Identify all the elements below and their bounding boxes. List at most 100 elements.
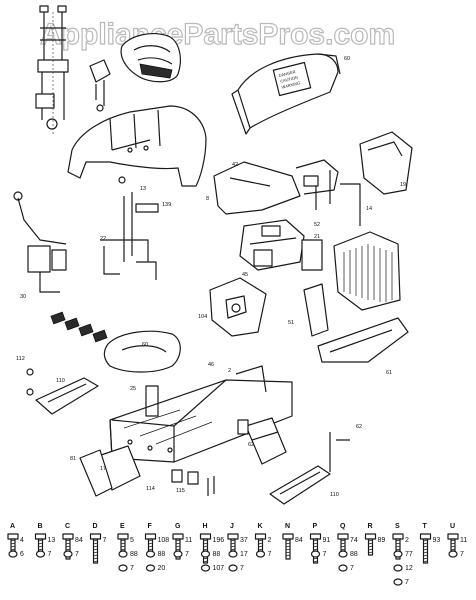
hardware-number: 7	[240, 565, 244, 572]
bolt-thread-line	[423, 560, 428, 563]
bolt-thread-line	[285, 548, 291, 551]
bolt-thread-line	[340, 542, 346, 545]
bolt-head-icon	[199, 533, 212, 540]
bolt-thread-line	[93, 539, 98, 542]
callout: 114	[146, 486, 155, 492]
callout: 21	[314, 234, 320, 240]
hardware-number: 7	[75, 551, 79, 558]
hardware-item: N84	[282, 523, 303, 560]
bolt-thread-line	[10, 542, 16, 545]
bolt-thread-line	[93, 542, 98, 545]
hardware-item: K27	[254, 523, 272, 558]
bolt-thread-line	[423, 545, 428, 548]
bolt-thread-line	[10, 548, 16, 551]
bolt-thread-line	[368, 539, 373, 542]
washer-nut-icon	[35, 550, 46, 558]
hardware-number: 196	[213, 537, 225, 544]
svg-text:CAUTION: CAUTION	[280, 75, 299, 84]
hardware-number: 88	[130, 551, 138, 558]
callout: 2	[228, 368, 231, 374]
washer-nut-icon	[8, 550, 18, 558]
callout: 52	[314, 222, 320, 228]
hardware-number: 37	[240, 537, 248, 544]
bolt-thread-line	[148, 545, 153, 548]
bolt-thread-line	[340, 539, 346, 542]
bolt-head-icon	[419, 533, 432, 540]
bolt-thread-line	[10, 539, 16, 542]
skid-plate	[79, 449, 113, 497]
callout: 81	[70, 456, 76, 462]
bolt-thread-line	[450, 548, 456, 551]
hardware-number: 13	[48, 537, 56, 544]
callout: 42	[232, 162, 238, 168]
callout: 19	[400, 182, 406, 188]
bolt-thread-line	[258, 545, 263, 548]
callout-labels: 60 42 19 22 8 139 13 52 21 60 14 30 104 …	[16, 56, 406, 498]
hardware-number: 91	[323, 537, 331, 544]
bolt-thread-line	[148, 548, 153, 551]
hardware-number: 84	[75, 537, 83, 544]
bolt-thread-line	[423, 557, 428, 560]
bolt-thread-line	[38, 548, 43, 551]
bolt-thread-line	[93, 548, 98, 551]
bolt-thread-line	[285, 542, 291, 545]
footrest-pan	[103, 330, 181, 373]
bolt-head-icon	[227, 533, 239, 540]
hood-hinge-brackets	[295, 159, 361, 226]
washer-nut-icon	[228, 564, 238, 572]
washer-nut-icon	[118, 550, 128, 558]
bolt-thread-line	[93, 554, 98, 557]
bolt-thread-line	[93, 560, 98, 563]
hardware-letter: J	[230, 523, 234, 530]
washer-nut-icon	[255, 550, 266, 558]
hardware-letter: E	[120, 523, 125, 530]
hood: DANGER CAUTION WARNING	[231, 53, 341, 135]
bolt-head-icon	[392, 533, 404, 540]
hardware-number: 88	[350, 551, 358, 558]
hardware-number: 7	[460, 551, 464, 558]
bolt-thread-line	[120, 548, 126, 551]
bolt-head-icon	[282, 533, 294, 540]
callout: 110	[56, 378, 65, 384]
washer-nut-icon	[393, 564, 403, 572]
misc-hardware-small	[26, 368, 350, 496]
hardware-number: 6	[20, 551, 24, 558]
bolt-thread-line	[423, 554, 428, 557]
washer-nut-icon	[448, 550, 458, 558]
washer-nut-icon	[63, 550, 73, 558]
bolt-thread-line	[203, 560, 208, 563]
washer-nut-icon	[145, 564, 156, 572]
bolt-thread-line	[65, 545, 71, 548]
bolt-thread-line	[368, 548, 373, 551]
bolt-head-icon	[447, 533, 459, 540]
bolt-thread-line	[120, 539, 126, 542]
hardware-number: 11	[460, 537, 467, 544]
hardware-number: 7	[103, 537, 107, 544]
washer-nut-icon	[145, 550, 156, 558]
bolt-thread-line	[10, 545, 16, 548]
callout: 62	[248, 442, 254, 448]
bolt-thread-line	[450, 545, 456, 548]
bolt-thread-line	[175, 539, 181, 542]
watermark-text: AppliancePartsPros.com	[40, 18, 395, 51]
callout: 25	[130, 386, 136, 392]
bolt-thread-line	[120, 542, 126, 545]
bolt-thread-line	[120, 545, 126, 548]
right-footrest	[269, 465, 331, 505]
hardware-number: 7	[323, 551, 327, 558]
bolt-thread-line	[258, 539, 263, 542]
hardware-number: 4	[20, 537, 24, 544]
washer-nut-icon	[173, 550, 183, 558]
hardware-number: 88	[213, 551, 221, 558]
bolt-thread-line	[93, 557, 98, 560]
hardware-number: 2	[405, 537, 409, 544]
hardware-letter: B	[38, 523, 43, 530]
svg-text:DANGER: DANGER	[278, 69, 296, 78]
bolt-thread-line	[203, 545, 208, 548]
bolt-thread-line	[423, 548, 428, 551]
callout: 51	[288, 320, 294, 326]
bolt-thread-line	[423, 539, 428, 542]
hardware-item: R89	[364, 523, 385, 556]
